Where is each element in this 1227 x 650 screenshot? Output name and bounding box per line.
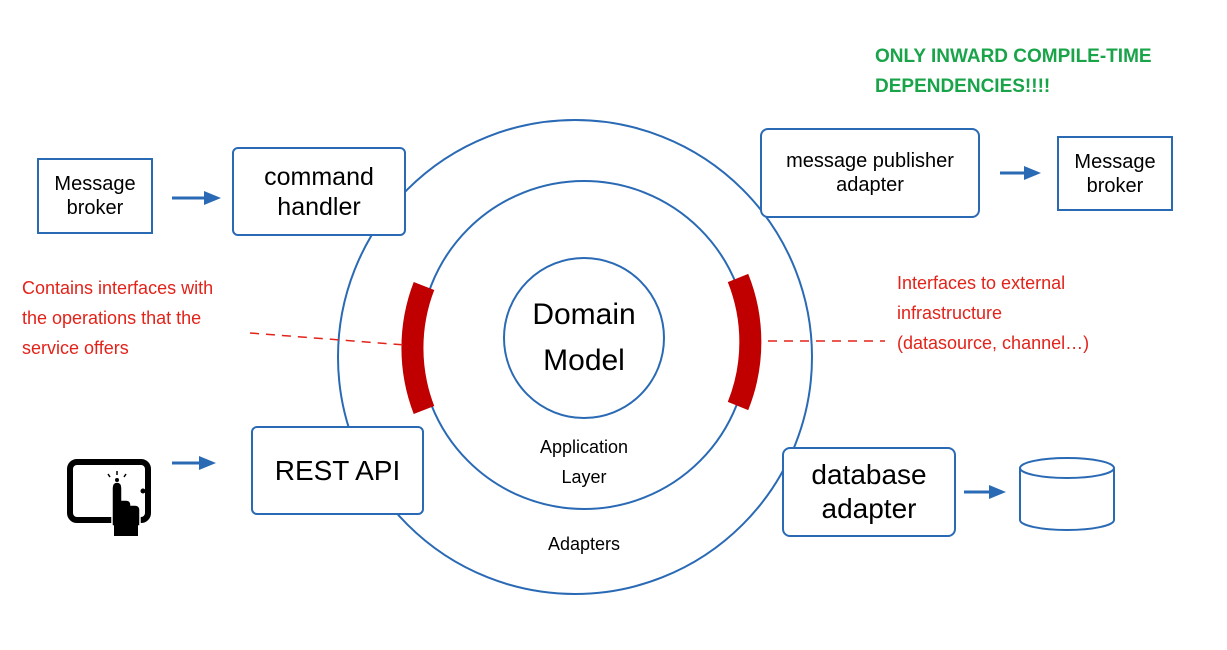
outbound-ports-note-line2: infrastructure [897,303,1003,323]
message-publisher-adapter-line2: adapter [836,174,904,196]
adapters-ring-label: Adapters [547,534,621,554]
outbound-message-broker-box: Message broker [1057,136,1173,211]
dependency-rule-line2: DEPENDENCIES!!!! [875,76,1051,97]
inbound-ports-note-line3: service offers [22,338,129,358]
rest-api-box: REST API [251,426,424,515]
inbound-ports-note-line2: the operations that the [22,308,202,328]
tablet-touch-icon [67,459,151,536]
arrow-database-adapter-to-database [964,485,1006,499]
database-cylinder-icon [1019,457,1115,531]
command-handler-line1: command [264,162,374,191]
message-publisher-adapter-box: message publisher adapter [760,128,980,218]
application-layer-line2: Layer [561,467,607,487]
outbound-ports-note: Interfaces to external infrastructure (d… [897,268,1157,358]
dependency-rule-line1: ONLY INWARD COMPILE-TIME [875,46,1152,67]
outbound-message-broker-line1: Message [1074,150,1156,173]
arrow-publisher-to-broker [1000,166,1041,180]
domain-model-line1: Domain [532,298,636,331]
command-handler-box: command handler [232,147,406,236]
domain-model-line2: Model [543,344,625,377]
inbound-message-broker-line1: Message [54,173,136,195]
application-layer-label: Application Layer [504,432,664,492]
command-handler-line2: handler [277,192,361,221]
message-publisher-adapter-line1: message publisher [786,150,954,172]
inbound-message-broker-line2: broker [66,197,124,219]
inbound-note-connector [249,332,406,346]
domain-model-ring [503,257,665,419]
outbound-ports-note-line3: (datasource, channel…) [897,333,1090,353]
inbound-message-broker-box: Message broker [37,158,153,234]
database-adapter-line1: database [811,459,927,491]
outbound-ports-note-line1: Interfaces to external [897,273,1066,293]
arrow-device-to-rest-api [172,456,216,470]
inbound-ports-note: Contains interfaces with the operations … [22,273,262,363]
application-layer-line1: Application [539,437,629,457]
adapters-ring [337,119,813,595]
domain-model-label: Domain Model [504,292,664,384]
outbound-message-broker-line2: broker [1086,174,1144,197]
inbound-port-band [401,282,435,414]
adapters-label: Adapters [504,530,664,558]
inbound-ports-note-line1: Contains interfaces with [22,278,214,298]
arrow-broker-to-command-handler [172,191,221,205]
rest-api-label: REST API [274,454,401,486]
database-adapter-line2: adapter [821,493,917,524]
database-adapter-box: database adapter [782,447,956,537]
outbound-port-band [727,273,762,411]
dependency-rule-note: ONLY INWARD COMPILE-TIME DEPENDENCIES!!!… [875,42,1220,102]
